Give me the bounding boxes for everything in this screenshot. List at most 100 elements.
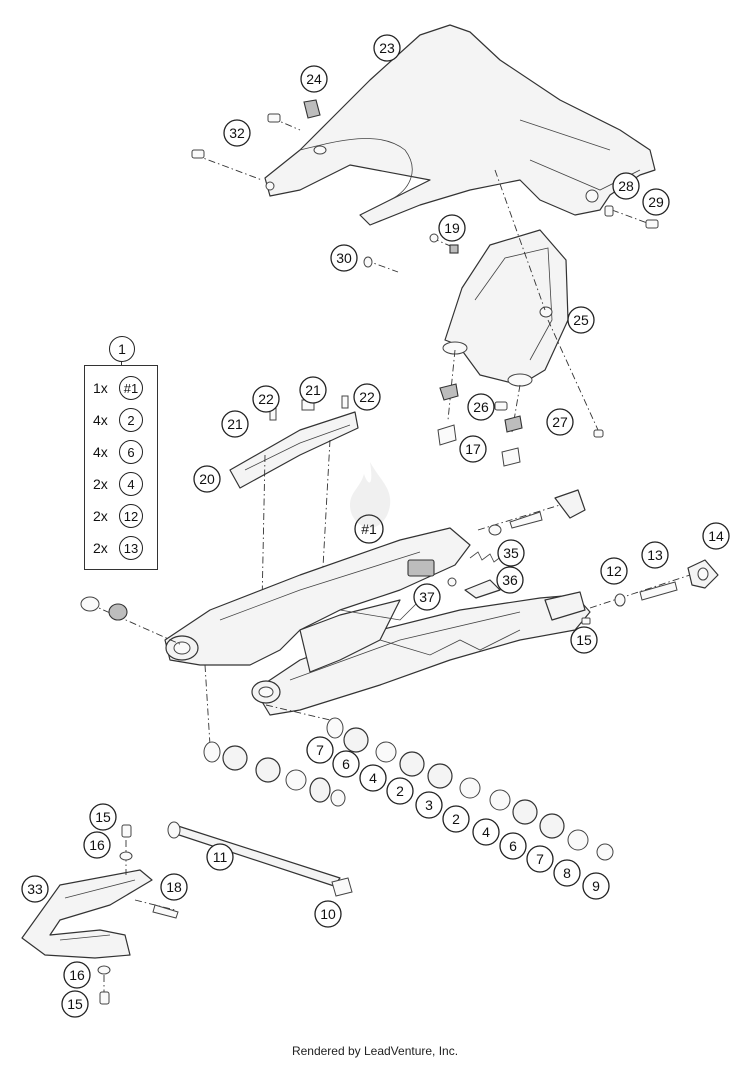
callout-7b: 7 xyxy=(526,845,554,873)
guard-bushing-1 xyxy=(437,383,459,446)
callout-17: 17 xyxy=(459,435,487,463)
callout-11: 11 xyxy=(206,843,234,871)
svg-text:4: 4 xyxy=(369,770,377,786)
svg-text:3: 3 xyxy=(425,797,433,813)
callout-9: 9 xyxy=(582,872,610,900)
svg-text:32: 32 xyxy=(229,125,245,141)
callout-swingarm: #1 xyxy=(354,514,384,544)
kit-part: 2 xyxy=(119,408,143,432)
callout-16b: 16 xyxy=(63,961,91,989)
svg-text:16: 16 xyxy=(89,837,105,853)
callout-4b: 4 xyxy=(472,818,500,846)
callout-16a: 16 xyxy=(83,831,111,859)
kit-row: 4x 6 xyxy=(93,440,143,464)
svg-text:29: 29 xyxy=(648,194,664,210)
svg-text:2: 2 xyxy=(396,783,404,799)
svg-text:9: 9 xyxy=(592,878,600,894)
svg-text:21: 21 xyxy=(227,416,243,432)
swingarm-pivot-parts xyxy=(80,596,331,746)
svg-text:20: 20 xyxy=(199,471,215,487)
kit-part: 12 xyxy=(119,504,143,528)
svg-text:27: 27 xyxy=(552,414,568,430)
svg-text:4: 4 xyxy=(482,824,490,840)
callout-35: 35 xyxy=(497,539,525,567)
chain-adjuster xyxy=(477,489,719,625)
kit-row: 1x #1 xyxy=(93,376,143,400)
kit-qty: 4x xyxy=(93,412,108,428)
svg-text:8: 8 xyxy=(563,865,571,881)
fender-screws xyxy=(191,99,659,273)
callout-15a: 15 xyxy=(570,626,598,654)
callout-13: 13 xyxy=(641,541,669,569)
svg-text:36: 36 xyxy=(502,572,518,588)
callout-7a: 7 xyxy=(306,736,334,764)
callout-22a: 22 xyxy=(252,385,280,413)
kit-qty: 4x xyxy=(93,444,108,460)
callout-15b: 15 xyxy=(89,803,117,831)
pivot-bearing-stack xyxy=(203,717,614,861)
kit-part: 4 xyxy=(119,472,143,496)
svg-text:14: 14 xyxy=(708,528,724,544)
svg-text:15: 15 xyxy=(95,809,111,825)
kit-part: #1 xyxy=(119,376,143,400)
kit-qty: 1x xyxy=(93,380,108,396)
svg-text:7: 7 xyxy=(316,742,324,758)
svg-text:33: 33 xyxy=(27,881,43,897)
callout-10: 10 xyxy=(314,900,342,928)
axle-spacers-right xyxy=(488,511,678,607)
svg-text:15: 15 xyxy=(67,996,83,1012)
callout-25: 25 xyxy=(567,306,595,334)
kit-row: 2x 13 xyxy=(93,536,143,560)
callout-33: 33 xyxy=(21,875,49,903)
svg-text:13: 13 xyxy=(647,547,663,563)
callout-19: 19 xyxy=(438,214,466,242)
callout-18: 18 xyxy=(160,873,188,901)
callout-28: 28 xyxy=(612,172,640,200)
svg-text:28: 28 xyxy=(618,178,634,194)
callout-36: 36 xyxy=(496,566,524,594)
kit-row: 4x 2 xyxy=(93,408,143,432)
callout-4a: 4 xyxy=(359,764,387,792)
kit-part: 13 xyxy=(119,536,143,560)
svg-text:37: 37 xyxy=(419,589,435,605)
svg-text:23: 23 xyxy=(379,40,395,56)
svg-text:7: 7 xyxy=(536,851,544,867)
footer-credit: Rendered by LeadVenture, Inc. xyxy=(291,1044,459,1058)
kit-stem xyxy=(121,362,122,366)
callout-37: 37 xyxy=(413,583,441,611)
callout-14: 14 xyxy=(702,522,730,550)
swingarm-axle xyxy=(167,821,353,897)
svg-text:22: 22 xyxy=(359,389,375,405)
callout-15c: 15 xyxy=(61,990,89,1018)
kit-row: 2x 12 xyxy=(93,504,143,528)
svg-text:24: 24 xyxy=(306,71,322,87)
callout-21b: 21 xyxy=(299,376,327,404)
kit-qty: 2x xyxy=(93,508,108,524)
callout-26: 26 xyxy=(467,393,495,421)
svg-text:11: 11 xyxy=(213,849,228,865)
callout-12: 12 xyxy=(600,557,628,585)
kit-row: 2x 4 xyxy=(93,472,143,496)
svg-text:19: 19 xyxy=(444,220,460,236)
svg-text:15: 15 xyxy=(576,632,592,648)
callout-32: 32 xyxy=(223,119,251,147)
watermark-flame-icon xyxy=(350,462,391,528)
svg-text:26: 26 xyxy=(473,399,489,415)
callouts: 23 24 32 28 29 19 30 25 26 27 17 21 22 2… xyxy=(21,34,730,1018)
kit-qty: 2x xyxy=(93,540,108,556)
kit-callout: 1 xyxy=(109,336,135,362)
svg-text:2: 2 xyxy=(452,811,460,827)
callout-30: 30 xyxy=(330,244,358,272)
svg-text:35: 35 xyxy=(503,545,519,561)
svg-text:10: 10 xyxy=(320,906,336,922)
svg-text:#1: #1 xyxy=(361,521,377,537)
kit-part: 6 xyxy=(119,440,143,464)
callout-22b: 22 xyxy=(353,383,381,411)
svg-text:21: 21 xyxy=(305,382,321,398)
svg-text:16: 16 xyxy=(69,967,85,983)
callout-8: 8 xyxy=(553,859,581,887)
lower-chain-slider xyxy=(21,824,179,1005)
svg-text:30: 30 xyxy=(336,250,352,266)
swingarm xyxy=(164,527,591,716)
callout-23: 23 xyxy=(373,34,401,62)
